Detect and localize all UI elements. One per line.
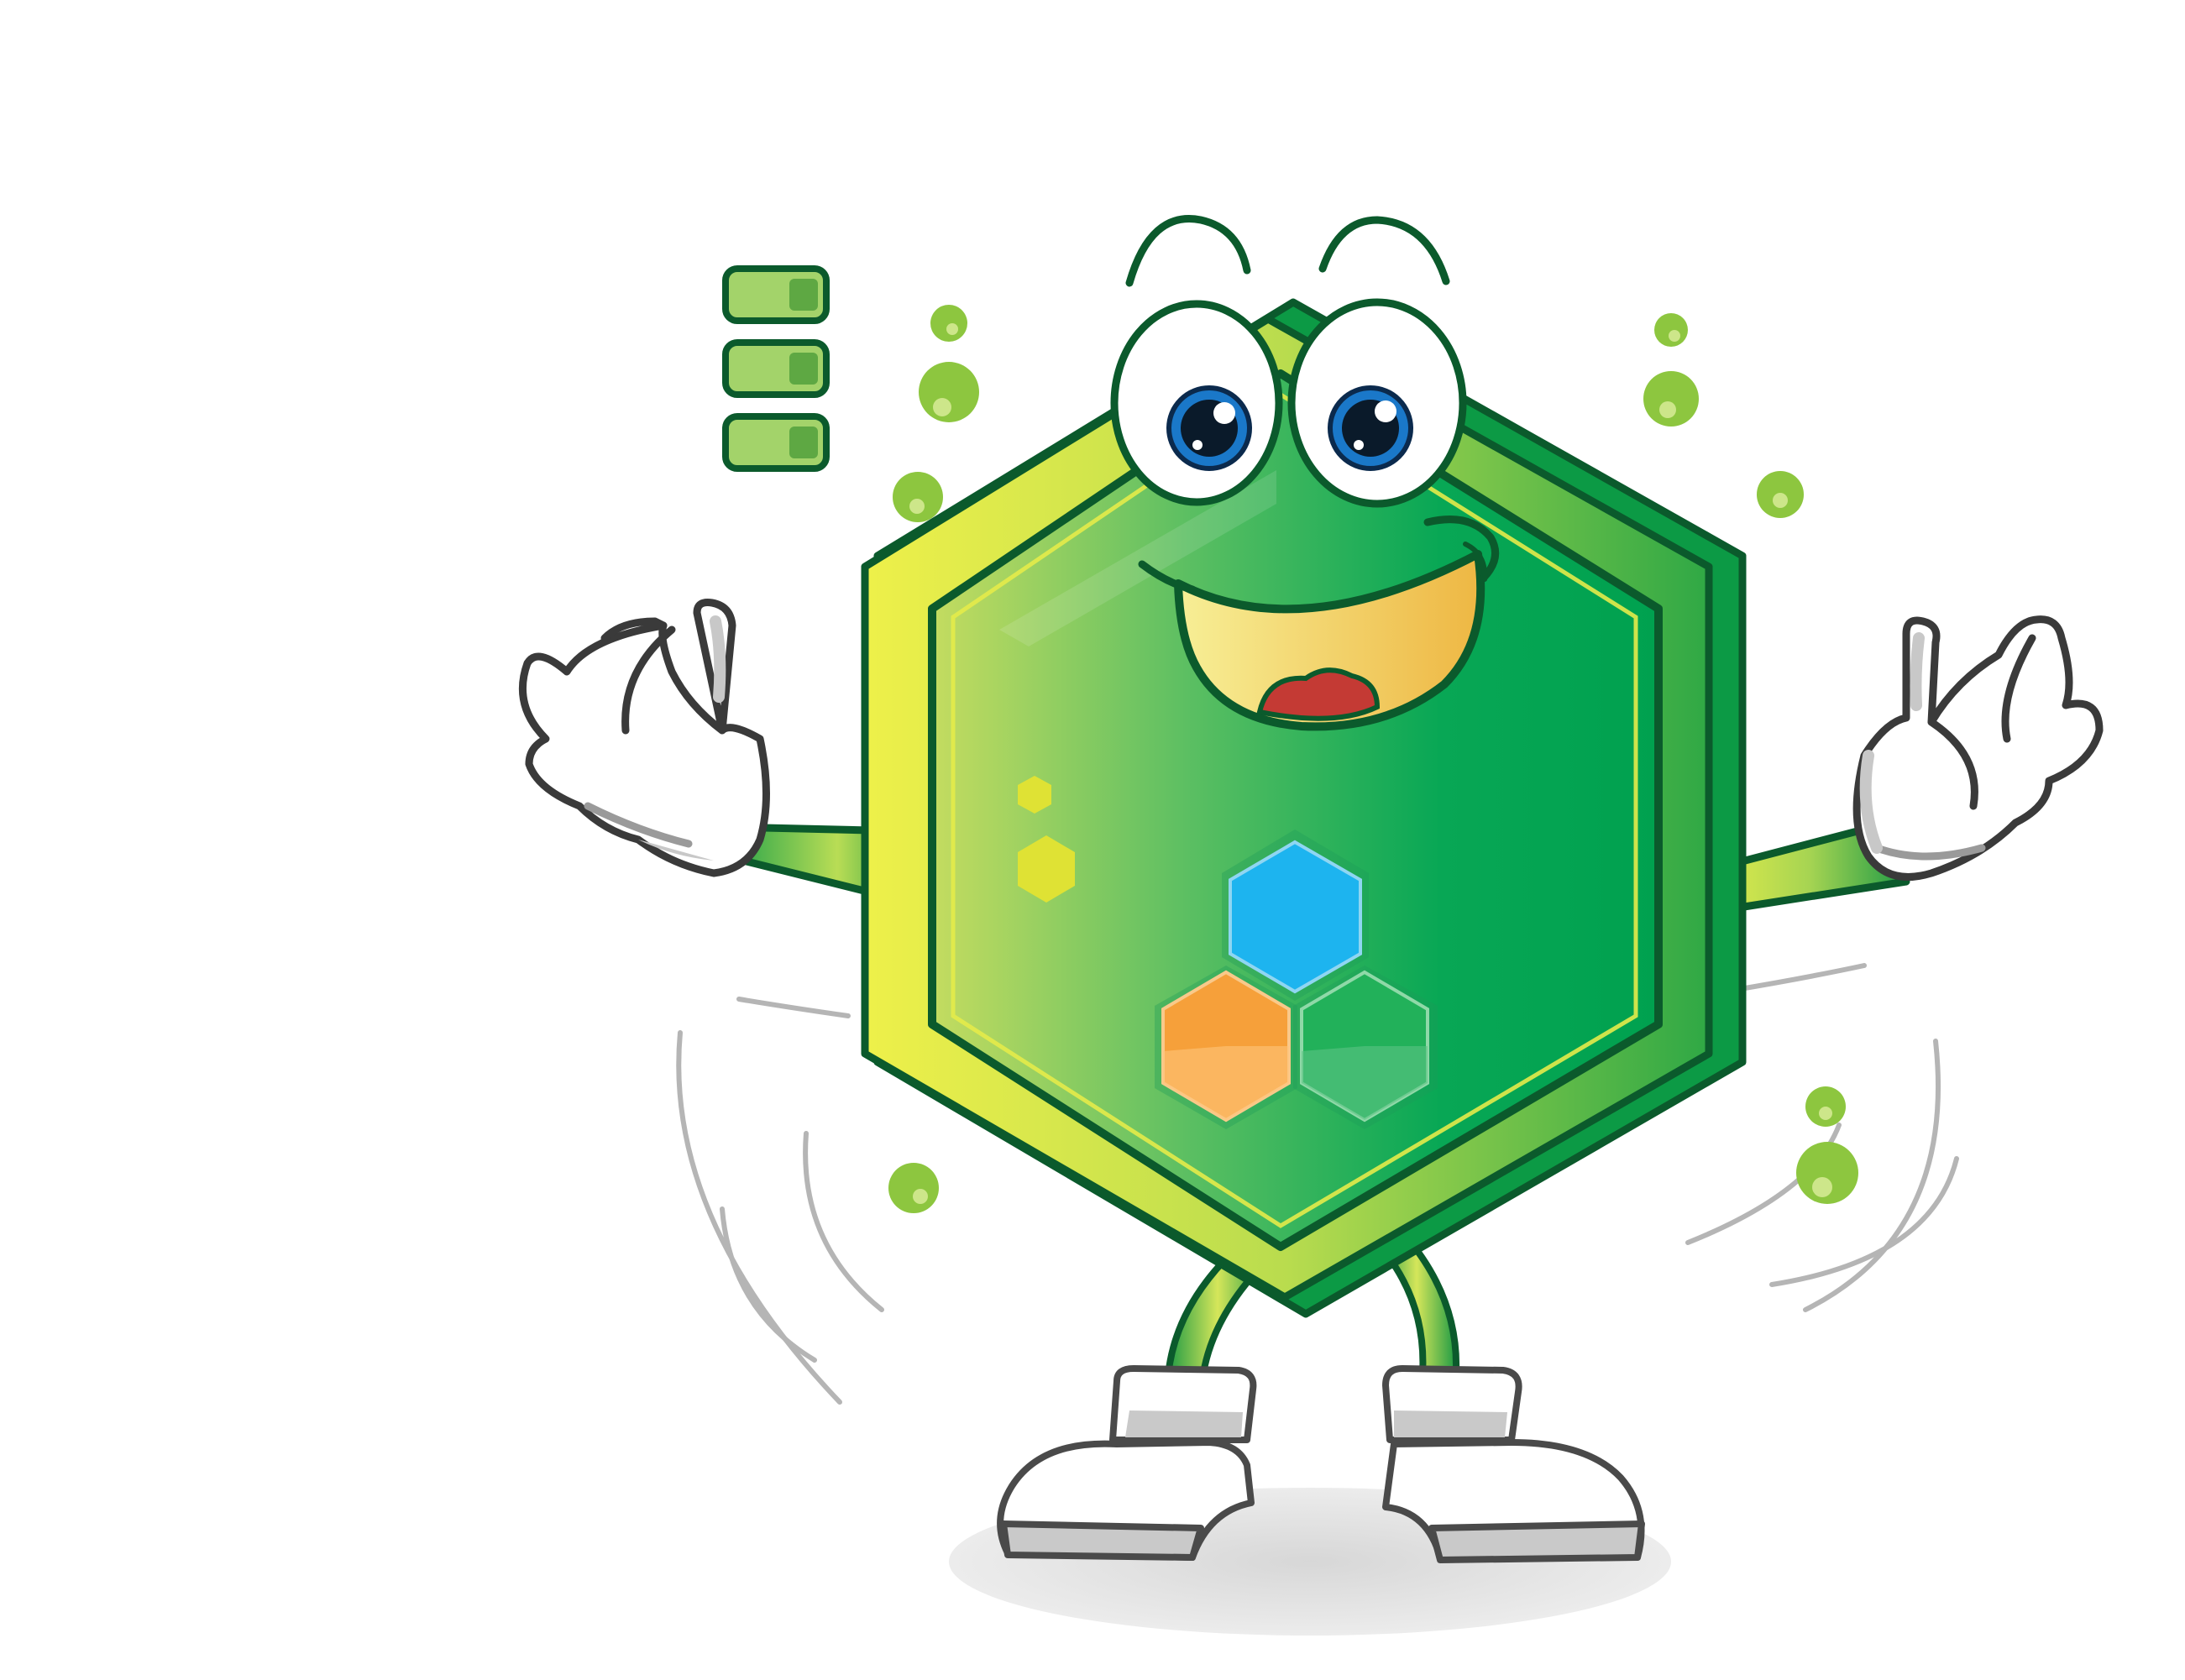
bubble-icon [888,305,1858,1213]
motion-line-icon [676,963,1959,1405]
left-eye [1110,300,1283,506]
left-shoe [997,1365,1257,1561]
cell-cluster-icon [1155,830,1438,1129]
smiling-mouth [1138,516,1500,731]
right-eye [1287,298,1467,508]
eyebrows [1125,215,1450,287]
battery-level-icon [722,265,830,472]
left-glove [518,599,770,877]
right-shoe [1382,1365,1645,1563]
right-glove [1852,615,2104,881]
